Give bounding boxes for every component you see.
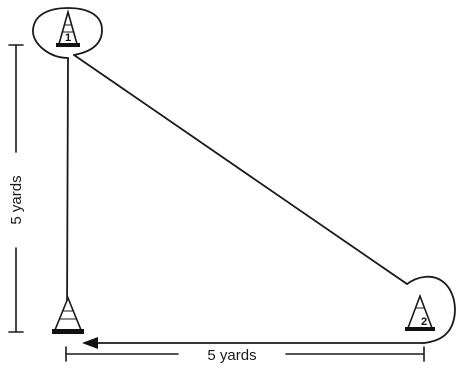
traffic-cone-icon <box>52 295 84 334</box>
horizontal-dimension-label: 5 yards <box>207 347 256 364</box>
vertical-dimension-label: 5 yards <box>8 175 25 224</box>
traffic-cone-icon: 1 <box>56 9 80 47</box>
path-segment-diagonal <box>73 54 408 285</box>
running-path <box>32 7 456 349</box>
vertical-dimension: 5 yards <box>8 44 25 333</box>
path-segment-down <box>66 57 69 317</box>
horizontal-dimension: 5 yards <box>65 346 425 364</box>
cone-1-label: 1 <box>65 32 71 44</box>
cone-2-label: 2 <box>421 316 427 328</box>
traffic-cone-icon: 2 <box>405 293 435 331</box>
path-loop-cone-1 <box>32 7 103 59</box>
arrow-left-icon <box>82 337 98 349</box>
path-loop-cone-2 <box>406 275 456 344</box>
